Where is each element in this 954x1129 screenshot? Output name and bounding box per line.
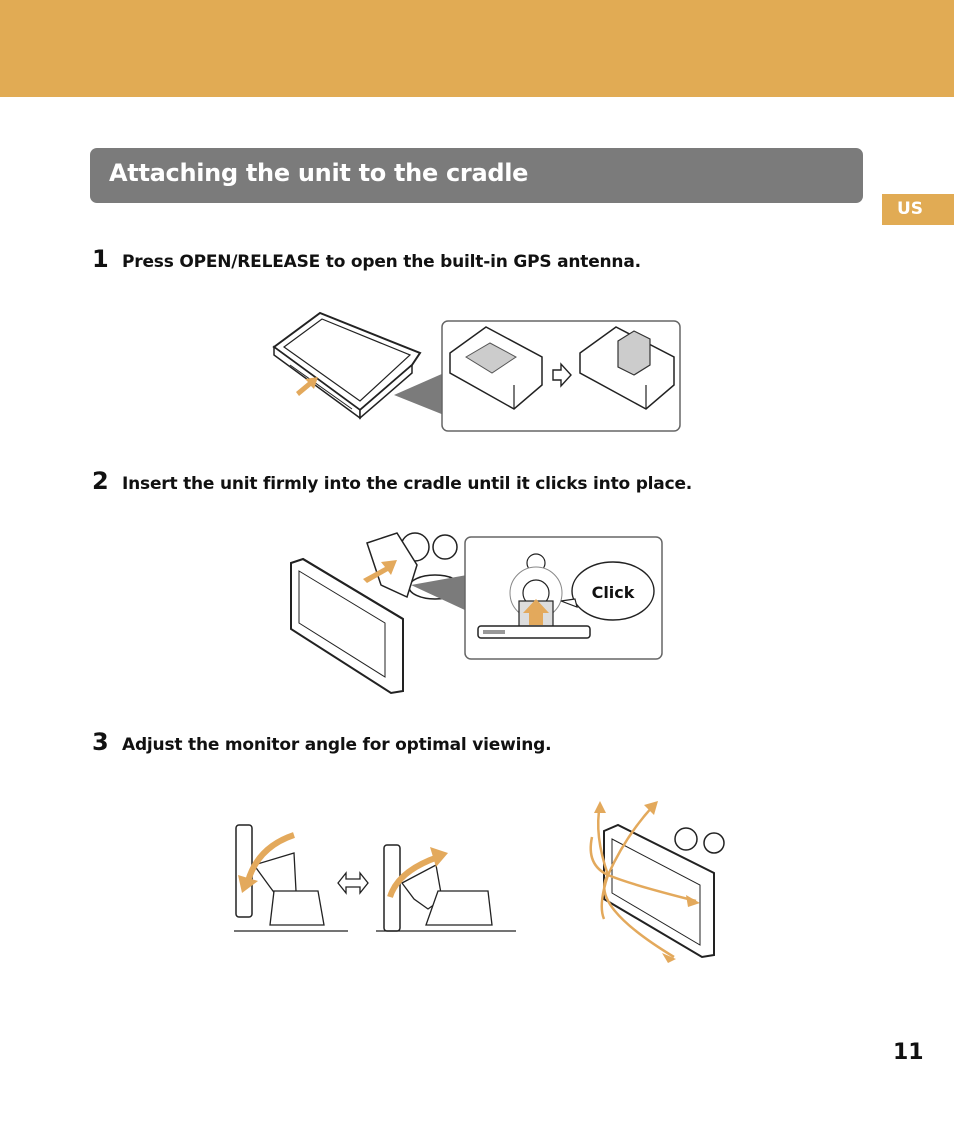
up-arrow-icon (523, 599, 549, 625)
tilt-arrow-icon (387, 854, 439, 899)
step-3: 3 Adjust the monitor angle for optimal vi… (92, 728, 552, 756)
step-2: 2 Insert the unit firmly into the cradle … (92, 467, 692, 495)
right-arrow-icon (552, 362, 572, 388)
push-arrow-icon (296, 377, 318, 396)
double-arrow-icon (337, 871, 369, 895)
click-callout-bubble (571, 561, 655, 621)
section-header-bar: Attaching the unit to the cradle (90, 148, 863, 203)
click-callout-text: Click (592, 583, 635, 602)
figure-insert-cradle: Click (290, 532, 663, 695)
step-text: Adjust the monitor angle for optimal vie… (122, 735, 552, 755)
swivel-unit-illustration (603, 823, 725, 959)
tilt-side-view-left (234, 824, 348, 932)
figure-open-antenna (272, 311, 681, 432)
section-title: Attaching the unit to the cradle (109, 159, 529, 187)
step-number: 2 (92, 467, 109, 495)
page-number: 11 (893, 1040, 924, 1065)
unit-screen-illustration (290, 557, 404, 695)
top-color-band (0, 0, 954, 97)
step-number: 1 (92, 245, 109, 273)
tilt-side-view-right (376, 844, 516, 932)
language-tab: US (882, 194, 954, 225)
step-text: Insert the unit firmly into the cradle u… (122, 474, 693, 494)
tilt-arrow-icon (245, 832, 296, 882)
antenna-open-detail (579, 326, 675, 410)
step-number: 3 (92, 728, 109, 756)
step-1: 1 Press OPEN/RELEASE to open the built-in… (92, 245, 641, 273)
step-text: Press OPEN/RELEASE to open the built-in … (122, 252, 641, 272)
antenna-closed-detail (449, 326, 543, 410)
figure-adjust-angle (234, 801, 725, 963)
insert-arrow-icon (363, 560, 397, 583)
gps-device-illustration (272, 311, 422, 420)
